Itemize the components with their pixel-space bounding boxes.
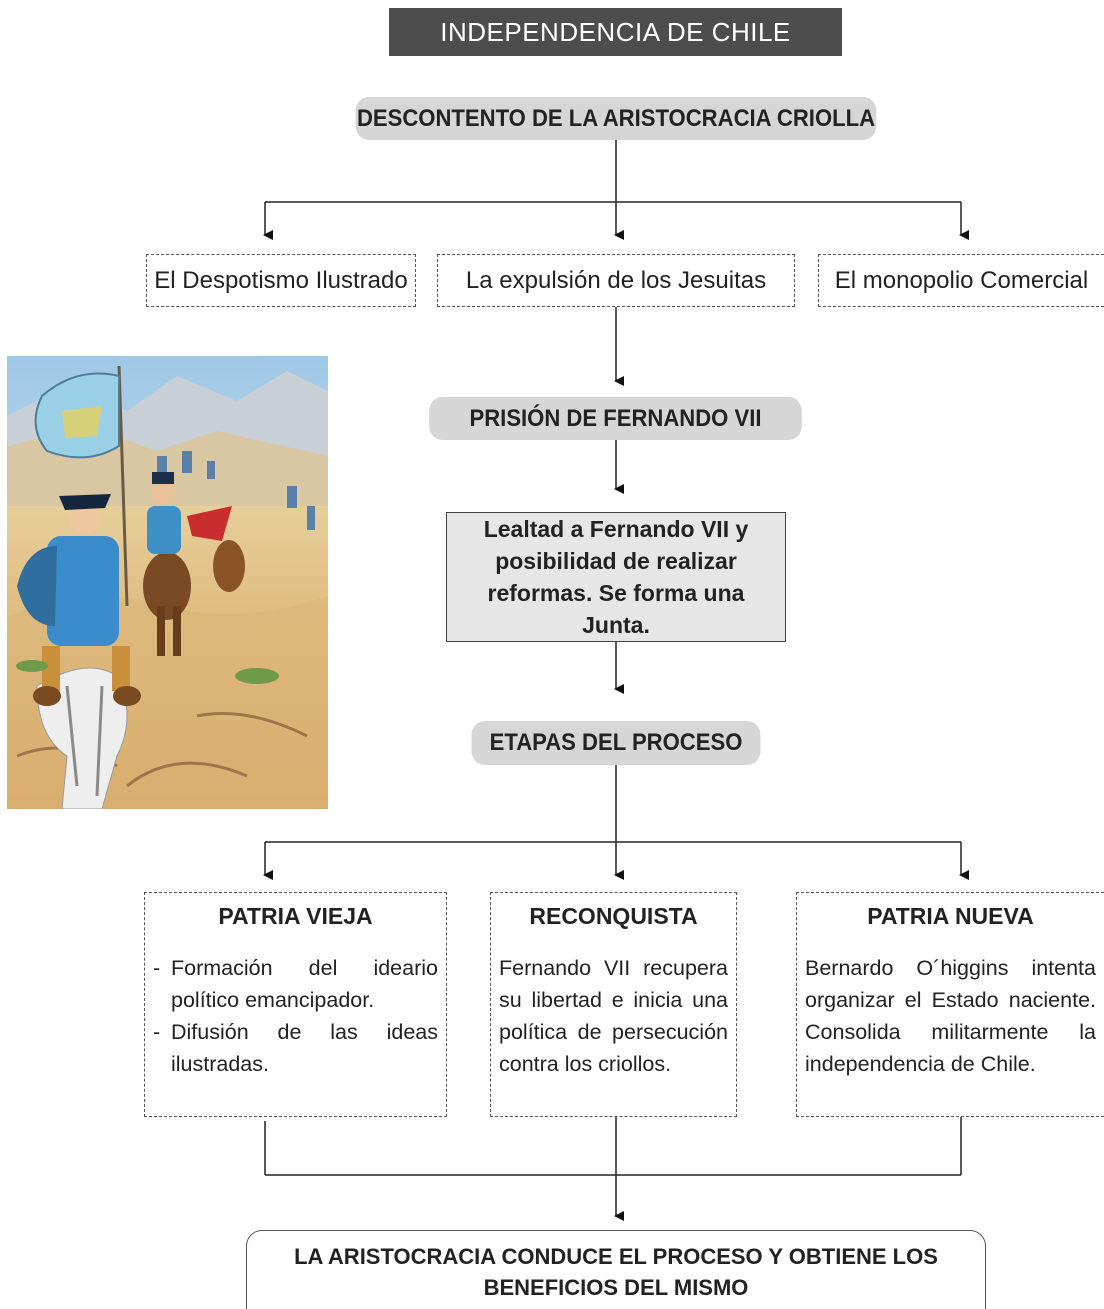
list-item: Difusión de las ideas ilustradas. [153, 1016, 438, 1080]
stages-header-node: ETAPAS DEL PROCESO [471, 721, 761, 765]
painting-riders-image [7, 356, 328, 809]
list-item: Formación del ideario político emancipad… [153, 952, 438, 1016]
conclusion-label: LA ARISTOCRACIA CONDUCE EL PROCESO Y OBT… [294, 1244, 938, 1300]
page-title: INDEPENDENCIA DE CHILE [389, 8, 842, 56]
stage-text: Bernardo O´higgins intenta organizar el … [805, 956, 1096, 1076]
stages-header-label: ETAPAS DEL PROCESO [489, 729, 743, 756]
loyalty-node: Lealtad a Fernando VII y posibilidad de … [446, 512, 786, 642]
stage-box-patria-vieja: PATRIA VIEJA Formación del ideario polít… [144, 892, 447, 1117]
conclusion-node: LA ARISTOCRACIA CONDUCE EL PROCESO Y OBT… [246, 1230, 986, 1309]
cause-label: El Despotismo Ilustrado [154, 266, 408, 294]
cause-box-monopolio: El monopolio Comercial [818, 254, 1104, 307]
cause-box-despotismo: El Despotismo Ilustrado [146, 254, 416, 307]
stage-title: PATRIA NUEVA [867, 903, 1034, 929]
stage-title: PATRIA VIEJA [218, 903, 373, 929]
cause-box-jesuitas: La expulsión de los Jesuitas [437, 254, 795, 307]
cause-label: El monopolio Comercial [834, 266, 1089, 294]
stage-bullet-list: Formación del ideario político emancipad… [145, 952, 446, 1080]
loyalty-node-label: Lealtad a Fernando VII y posibilidad de … [483, 516, 749, 638]
stage-box-reconquista: RECONQUISTA Fernando VII recupera su lib… [490, 892, 737, 1117]
cause-label: La expulsión de los Jesuitas [465, 266, 767, 294]
stage-text: Fernando VII recupera su libertad e inic… [499, 956, 728, 1076]
top-node: DESCONTENTO DE LA ARISTOCRACIA CRIOLLA [355, 97, 877, 140]
prison-node-label: PRISIÓN DE FERNANDO VII [469, 404, 762, 432]
stage-title: RECONQUISTA [529, 903, 698, 929]
stage-box-patria-nueva: PATRIA NUEVA Bernardo O´higgins intenta … [796, 892, 1104, 1117]
top-node-label: DESCONTENTO DE LA ARISTOCRACIA CRIOLLA [356, 104, 876, 132]
prison-node: PRISIÓN DE FERNANDO VII [429, 397, 802, 440]
